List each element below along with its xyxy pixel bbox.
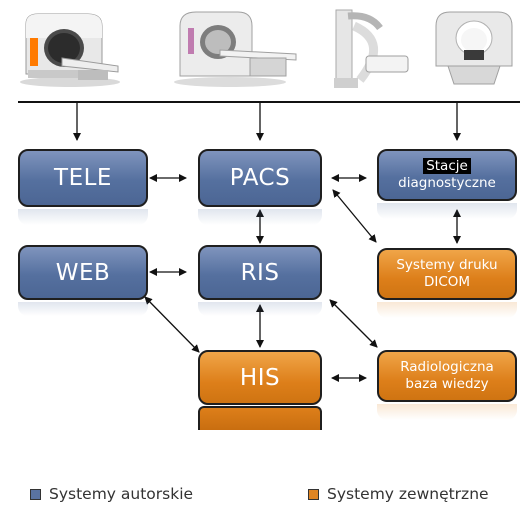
web-node: WEB: [18, 245, 148, 300]
web-his-arrow: [144, 296, 200, 353]
baza-reflection: [377, 404, 517, 420]
c-arm-image: [330, 6, 420, 90]
stacje-node: Stacje diagnostyczne: [377, 149, 517, 201]
druk-reflection: [377, 302, 517, 318]
legend-external-label: Systemy zewnętrzne: [327, 485, 489, 503]
baza-label-line2: baza wiedzy: [405, 376, 489, 392]
stacje-label-line2: diagnostyczne: [398, 175, 496, 191]
pacs-reflection: [198, 209, 322, 225]
druk-label-line2: DICOM: [423, 274, 471, 290]
ris-label: RIS: [240, 259, 280, 286]
pacs-label: PACS: [229, 165, 291, 191]
legend-external-swatch: [308, 488, 319, 500]
ct-gantry-image: [428, 6, 518, 90]
his-reflection: [198, 406, 322, 430]
stacje-reflection: [377, 203, 517, 219]
druk-node: Systemy druku DICOM: [377, 248, 517, 300]
web-label: WEB: [55, 259, 111, 286]
ris-reflection: [198, 302, 322, 316]
tele-reflection: [18, 209, 148, 225]
ct-scanner-image: [170, 8, 300, 88]
tele-label: TELE: [54, 165, 112, 191]
legend-external: Systemy zewnętrzne: [308, 485, 489, 503]
tele-node: TELE: [18, 149, 148, 207]
stacje-label-line1: Stacje: [423, 158, 471, 175]
ris-node: RIS: [198, 245, 322, 300]
mri-scanner-image: [18, 8, 123, 88]
web-reflection: [18, 302, 148, 316]
legend-own-label: Systemy autorskie: [49, 485, 194, 503]
pacs-node: PACS: [198, 149, 322, 207]
legend-own-swatch: [30, 488, 41, 500]
ris-baza-arrow: [329, 299, 378, 348]
pacs-druk-arrow: [332, 189, 377, 243]
baza-node: Radiologiczna baza wiedzy: [377, 350, 517, 402]
his-label: HIS: [239, 364, 281, 391]
his-node: HIS: [198, 350, 322, 405]
druk-label-line1: Systemy druku: [396, 257, 498, 274]
baza-label-line1: Radiologiczna: [400, 359, 494, 376]
legend-own: Systemy autorskie: [30, 485, 193, 503]
